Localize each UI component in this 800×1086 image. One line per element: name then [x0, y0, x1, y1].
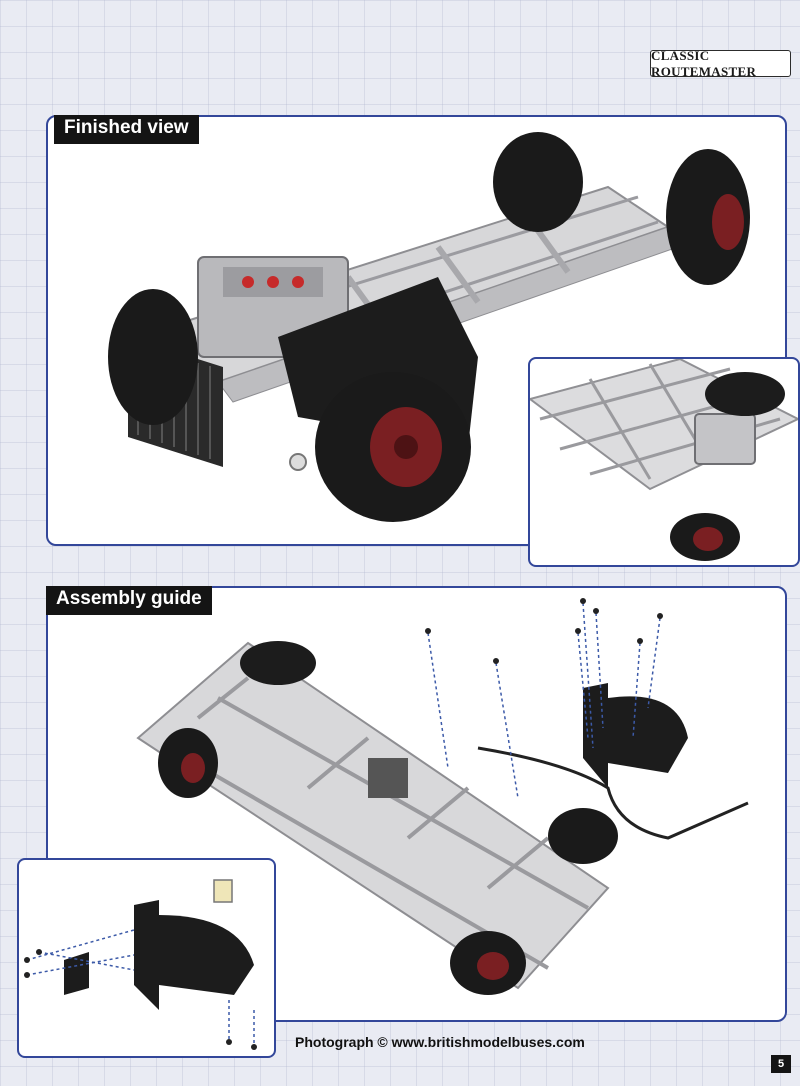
chassis-underside-inset: [528, 357, 800, 567]
chassis-underside-image: [530, 359, 798, 561]
finished-view-title: Finished view: [54, 115, 199, 144]
exploded-chassis-diagram: [136, 598, 749, 995]
series-tag: CLASSIC ROUTEMASTER: [650, 48, 791, 79]
assembly-guide-title: Assembly guide: [46, 586, 212, 615]
page-number: 5: [771, 1055, 791, 1073]
photo-credit: Photograph © www.britishmodelbuses.com: [295, 1034, 585, 1050]
fender-assembly-image: [24, 879, 257, 1050]
fender-assembly-inset: [17, 858, 276, 1058]
finished-view-panel: Finished view: [46, 115, 787, 546]
chassis-finished-image: [108, 132, 750, 522]
